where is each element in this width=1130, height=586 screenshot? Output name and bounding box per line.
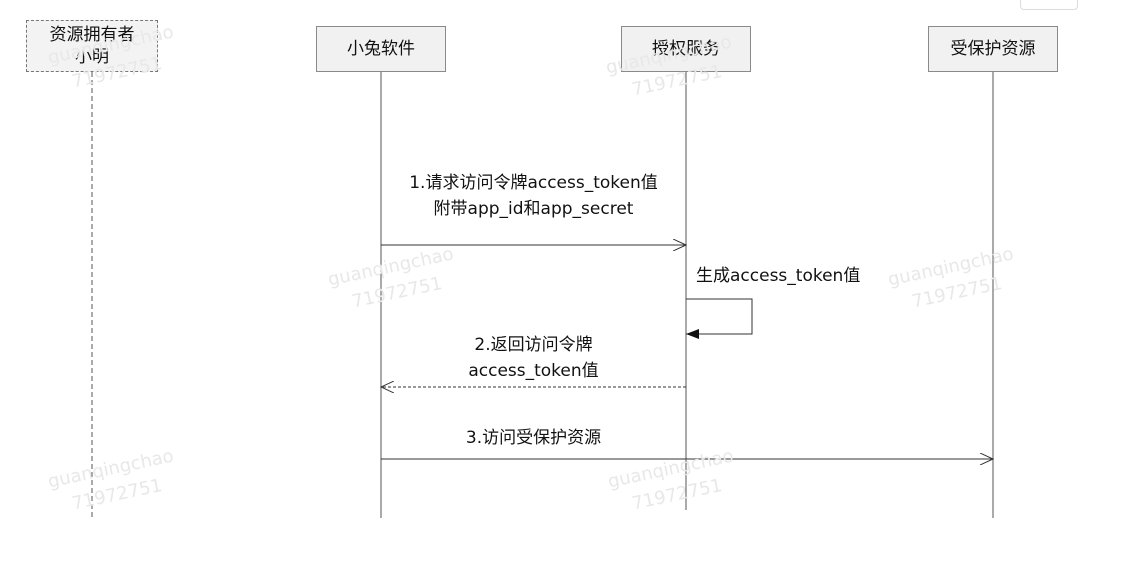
message-1-line1: 1.请求访问令牌access_token值 <box>409 173 658 193</box>
message-1-label: 1.请求访问令牌access_token值 附带app_id和app_secre… <box>381 170 686 222</box>
participant-app: 小兔软件 <box>316 26 446 72</box>
participant-owner: 资源拥有者 小明 <box>26 20 158 72</box>
participant-auth-label: 授权服务 <box>652 39 720 59</box>
message-2-line1: 2.返回访问令牌 <box>474 335 593 355</box>
self-message-label: 生成access_token值 <box>696 266 861 286</box>
participant-resource: 受保护资源 <box>928 26 1058 72</box>
participant-auth: 授权服务 <box>621 26 751 72</box>
participant-owner-line2: 小明 <box>75 47 109 67</box>
corner-tab <box>1020 0 1078 10</box>
message-2-line2: access_token值 <box>468 361 599 381</box>
participant-owner-line1: 资源拥有者 <box>49 25 135 45</box>
message-1-line2: 附带app_id和app_secret <box>433 199 634 219</box>
participant-app-label: 小兔软件 <box>347 39 415 59</box>
participant-resource-label: 受保护资源 <box>950 39 1036 59</box>
arrow-self-generate <box>686 298 753 339</box>
message-2-label: 2.返回访问令牌 access_token值 <box>381 332 686 384</box>
message-3-label: 3.访问受保护资源 <box>465 428 602 448</box>
